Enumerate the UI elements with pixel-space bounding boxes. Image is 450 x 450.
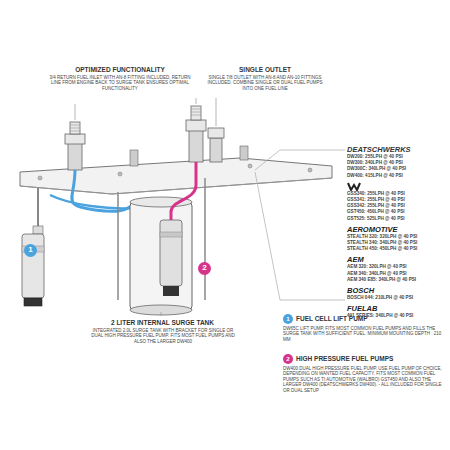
- callout-number: 2: [198, 262, 211, 275]
- description-text: 3/4 RETURN FUEL INLET WITH AN-8 FITTING …: [45, 75, 195, 91]
- callout-heading: HIGH PRESSURE FUEL PUMPS: [296, 355, 446, 363]
- description-text: SINGLE 7/8 OUTLET WITH AN-8 AND AN-10 FI…: [205, 75, 325, 91]
- callout-digit: 2: [202, 264, 206, 272]
- pump-spec: GST525: 525LPH @ 40 PSI: [347, 217, 405, 222]
- pump-spec: AEM 320: 320LPH @ 40 PSI: [347, 265, 407, 270]
- pump-spec: AEM 340 E85: 340LPH @ 40 PSI: [347, 278, 416, 283]
- pump-spec: 491 SERIES: 340LPH @ 40 PSI: [347, 314, 413, 319]
- brand-name: DEATSCHWERKS: [347, 146, 411, 154]
- callout-digit: 2: [286, 356, 289, 362]
- brand-name: AEROMOTIVE: [347, 226, 397, 234]
- pump-spec: AEM 340: 340LPH @ 40 PSI: [347, 272, 407, 277]
- pump-spec: DW300: 340LPH @ 40 PSI: [347, 161, 403, 166]
- pump-spec: GSS340: 255LPH @ 40 PSI: [347, 192, 405, 197]
- callout-number: 2: [283, 354, 293, 364]
- pump-list-panel: DEATSCHWERKSDW200: 255LPH @ 40 PSIDW300:…: [347, 146, 447, 320]
- description-text: INTEGRATED 2.0L SURGE TANK WITH BRACKET …: [88, 328, 238, 344]
- brand-name: BOSCH: [347, 287, 374, 295]
- pump-spec: STEALTH 340: 340LPH @ 40 PSI: [347, 241, 417, 246]
- pump-spec: DW400: 415LPH @ 40 PSI: [347, 174, 403, 179]
- callout-heading: OPTIMIZED FUNCTIONALITY: [40, 66, 200, 74]
- pump-spec: GST450: 450LPH @ 40 PSI: [347, 210, 405, 215]
- description-text: DW400 DUAL HIGH PRESSURE FUEL PUMP. USE …: [283, 366, 445, 393]
- callout-heading: SINGLE OUTLET: [200, 66, 330, 74]
- description-text: DW65C LIFT PUMP, FITS MOST COMMON FUEL P…: [283, 326, 445, 342]
- callout-digit: 1: [286, 316, 289, 322]
- callout-number: 1: [283, 314, 293, 324]
- brand-name: FUELAB: [347, 305, 377, 313]
- pump-spec: STEALTH 450: 450LPH @ 40 PSI: [347, 247, 417, 252]
- callout-number: 1: [24, 244, 37, 257]
- brand-name: AEM: [347, 256, 364, 264]
- pump-spec: DW300C: 340LPH @ 40 PSI: [347, 167, 406, 172]
- callout-heading: 2 LITER INTERNAL SURGE TANK: [85, 319, 240, 327]
- callout-digit: 1: [28, 246, 32, 254]
- pump-spec: GSS342: 255LPH @ 40 PSI: [347, 204, 405, 209]
- pump-spec: BOSCH 044: 210LPH @ 40 PSI: [347, 296, 413, 301]
- walbro-logo: [347, 182, 363, 191]
- pump-spec: STEALTH 320: 320LPH @ 40 PSI: [347, 235, 417, 240]
- pump-spec: GSS341: 255LPH @ 40 PSI: [347, 198, 405, 203]
- pump-spec: DW200: 255LPH @ 40 PSI: [347, 155, 403, 160]
